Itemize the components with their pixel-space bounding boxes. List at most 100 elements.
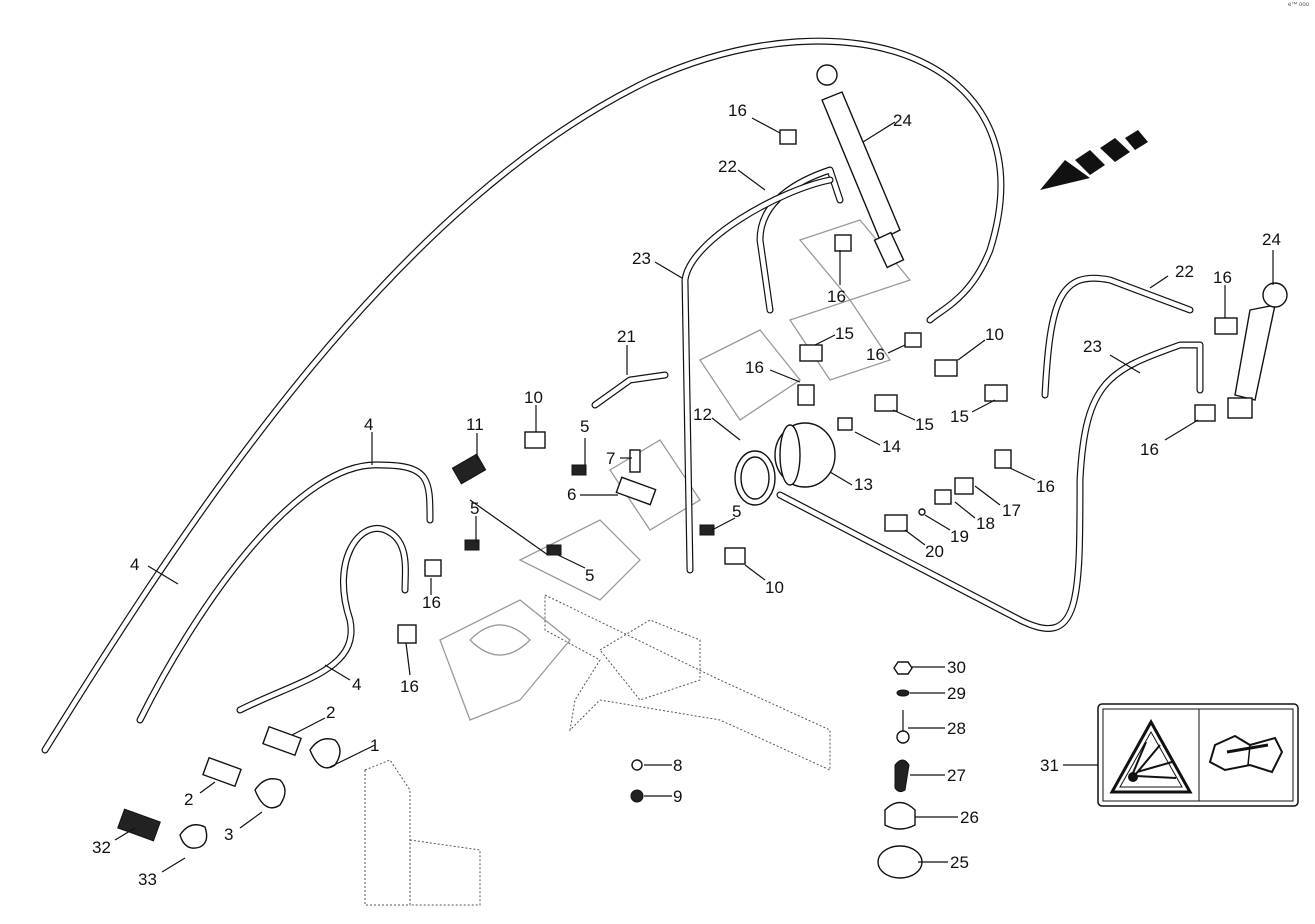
svg-text:5: 5 xyxy=(470,499,479,518)
svg-text:1: 1 xyxy=(370,736,379,755)
callout-17[interactable]: 17 xyxy=(974,485,1021,520)
callout-4b[interactable]: 4 xyxy=(130,555,179,585)
callout-19[interactable]: 19 xyxy=(924,514,969,546)
svg-text:16: 16 xyxy=(827,287,846,306)
svg-text:25: 25 xyxy=(950,853,969,872)
pipe-23-left xyxy=(681,176,834,574)
svg-text:24: 24 xyxy=(893,111,912,130)
cylinder-24-right xyxy=(1227,282,1288,419)
svg-text:16: 16 xyxy=(866,345,885,364)
callout-22a[interactable]: 22 xyxy=(718,157,766,191)
svg-text:10: 10 xyxy=(765,578,784,597)
direction-arrow-icon xyxy=(1040,130,1148,190)
svg-text:4: 4 xyxy=(130,555,139,574)
callout-2b[interactable]: 2 xyxy=(184,781,216,809)
svg-text:2: 2 xyxy=(326,703,335,722)
svg-text:32: 32 xyxy=(92,838,111,857)
svg-text:23: 23 xyxy=(1083,337,1102,356)
callout-25[interactable]: 25 xyxy=(918,853,969,872)
svg-text:15: 15 xyxy=(915,415,934,434)
callout-16c[interactable]: 16 xyxy=(866,344,906,364)
callout-24a[interactable]: 24 xyxy=(862,111,912,143)
svg-text:15: 15 xyxy=(835,324,854,343)
callout-8[interactable]: 8 xyxy=(644,756,682,775)
callout-7[interactable]: 7 xyxy=(606,449,632,468)
svg-text:26: 26 xyxy=(960,808,979,827)
svg-text:28: 28 xyxy=(947,719,966,738)
svg-text:24: 24 xyxy=(1262,230,1281,249)
callout-14[interactable]: 14 xyxy=(854,431,901,456)
callout-13[interactable]: 13 xyxy=(829,471,873,494)
callout-23b[interactable]: 23 xyxy=(1083,337,1141,374)
callout-16f[interactable]: 16 xyxy=(1213,268,1232,318)
callout-27[interactable]: 27 xyxy=(910,766,966,785)
callout-11[interactable]: 11 xyxy=(466,415,484,460)
svg-text:29: 29 xyxy=(947,684,966,703)
svg-text:16: 16 xyxy=(400,677,419,696)
callout-15b[interactable]: 15 xyxy=(892,409,934,434)
callout-28[interactable]: 28 xyxy=(908,719,966,738)
callout-31[interactable]: 31 xyxy=(1040,756,1098,775)
callout-18[interactable]: 18 xyxy=(954,501,995,533)
svg-text:4: 4 xyxy=(352,675,361,694)
callout-29[interactable]: 29 xyxy=(910,684,966,703)
callout-10b[interactable]: 10 xyxy=(744,564,784,597)
callout-3[interactable]: 3 xyxy=(224,811,263,844)
callout-16e[interactable]: 16 xyxy=(1009,467,1055,496)
callout-16i[interactable]: 16 xyxy=(400,642,419,696)
warning-label-31 xyxy=(1097,703,1299,807)
svg-text:15: 15 xyxy=(950,407,969,426)
svg-text:7: 7 xyxy=(606,449,615,468)
callout-24b[interactable]: 24 xyxy=(1262,230,1281,285)
callout-9[interactable]: 9 xyxy=(644,787,682,806)
callout-15c[interactable]: 15 xyxy=(950,399,996,426)
accumulator-13 xyxy=(774,422,836,488)
callout-32[interactable]: 32 xyxy=(92,827,136,857)
callout-20[interactable]: 20 xyxy=(904,529,944,561)
svg-text:3: 3 xyxy=(224,825,233,844)
callout-15a[interactable]: 15 xyxy=(814,324,854,346)
callout-16j[interactable] xyxy=(469,499,549,556)
callout-23a[interactable]: 23 xyxy=(632,249,683,279)
svg-text:4: 4 xyxy=(364,415,373,434)
callout-16a[interactable]: 16 xyxy=(728,101,781,134)
callout-30[interactable]: 30 xyxy=(912,658,966,677)
callout-10a[interactable]: 10 xyxy=(524,388,543,432)
callout-4c[interactable]: 4 xyxy=(324,664,361,694)
svg-text:12: 12 xyxy=(693,405,712,424)
callout-16h[interactable]: 16 xyxy=(422,578,441,612)
manual-wrench-book-icon xyxy=(1208,734,1284,774)
svg-text:23: 23 xyxy=(632,249,651,268)
svg-text:18: 18 xyxy=(976,514,995,533)
svg-text:16: 16 xyxy=(728,101,747,120)
svg-text:8: 8 xyxy=(673,756,682,775)
callout-4a[interactable]: 4 xyxy=(364,415,373,465)
callout-5b[interactable]: 5 xyxy=(580,417,589,465)
callout-26[interactable]: 26 xyxy=(915,808,979,827)
callout-33[interactable]: 33 xyxy=(138,857,186,889)
svg-text:16: 16 xyxy=(1036,477,1055,496)
svg-text:10: 10 xyxy=(985,325,1004,344)
callout-12[interactable]: 12 xyxy=(693,405,741,441)
svg-text:5: 5 xyxy=(580,417,589,436)
callout-21[interactable]: 21 xyxy=(617,327,636,375)
callout-5a[interactable]: 5 xyxy=(470,499,479,542)
svg-text:9: 9 xyxy=(673,787,682,806)
hose-4-short xyxy=(236,525,409,714)
callout-2a[interactable]: 2 xyxy=(291,703,335,736)
fittings xyxy=(117,129,1238,849)
callout-5d[interactable]: 5 xyxy=(711,502,741,531)
callout-16b[interactable]: 16 xyxy=(827,250,846,306)
callout-16g[interactable]: 16 xyxy=(1140,419,1199,459)
svg-text:30: 30 xyxy=(947,658,966,677)
callout-16d[interactable]: 16 xyxy=(745,358,801,383)
svg-text:13: 13 xyxy=(854,475,873,494)
svg-text:16: 16 xyxy=(745,358,764,377)
callout-5c[interactable]: 5 xyxy=(557,554,594,585)
callout-10c[interactable]: 10 xyxy=(957,325,1004,361)
callout-6[interactable]: 6 xyxy=(567,485,618,504)
callout-1[interactable]: 1 xyxy=(329,736,379,768)
callout-22b[interactable]: 22 xyxy=(1149,262,1194,289)
hardware-25-30 xyxy=(877,661,923,879)
